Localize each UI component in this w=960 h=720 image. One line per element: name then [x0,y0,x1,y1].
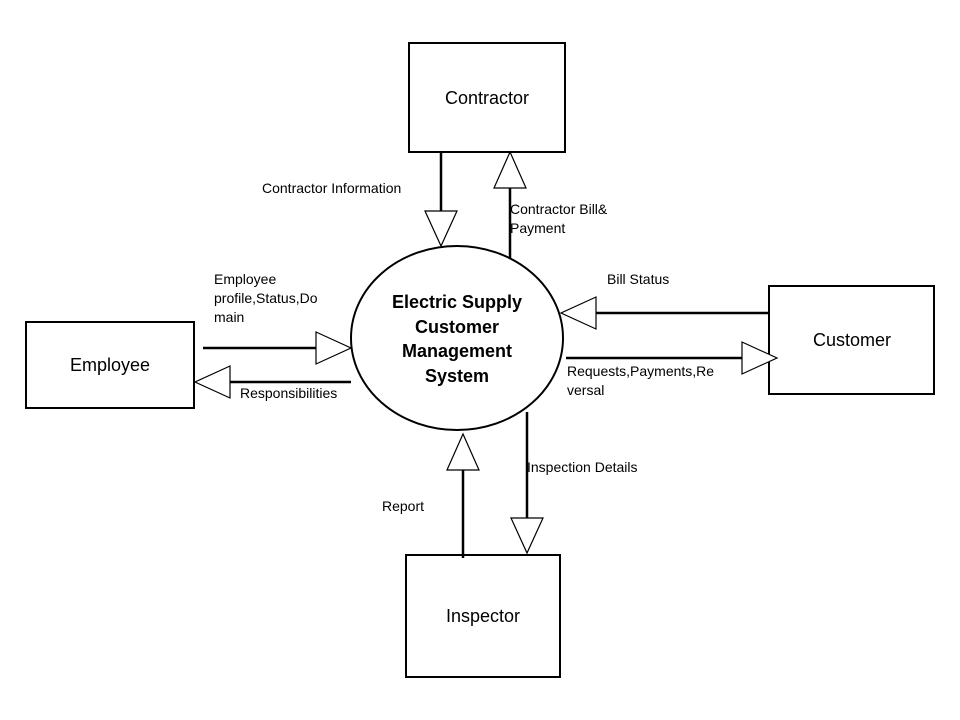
entity-employee[interactable]: Employee [25,321,195,409]
arrowhead-down-icon [510,517,544,555]
flow-label-report: Report [382,498,424,514]
process-label-line-1: Electric Supply [392,292,522,312]
flow-employee-profile[interactable] [203,331,353,365]
process-label-line-2: Customer [415,317,499,337]
flow-label-contractor-bill-payment-1: Contractor Bill& [510,201,608,217]
flow-label-bill-status: Bill Status [607,271,669,287]
flow-label-employee-profile-1: Employee [214,271,276,287]
flow-bill-status[interactable] [559,296,769,330]
flow-label-contractor-bill-payment-2: Payment [510,220,565,236]
flow-label-employee-profile-2: profile,Status,Do [214,290,318,306]
entity-inspector[interactable]: Inspector [405,554,561,678]
flow-label-responsibilities: Responsibilities [240,385,337,401]
arrowhead-right-icon [315,331,353,365]
arrowhead-up-icon [446,432,480,471]
flow-report[interactable] [446,432,480,558]
flow-contractor-bill-payment[interactable] [493,150,527,259]
flow-label-contractor-information: Contractor Information [262,180,401,196]
process-label-line-3: Management [402,341,512,361]
entity-contractor-label: Contractor [445,88,529,108]
flow-requests-payments[interactable] [566,341,779,375]
entity-inspector-label: Inspector [446,606,520,626]
process-circle[interactable]: Electric Supply Customer Management Syst… [350,245,564,431]
entity-employee-label: Employee [70,355,150,375]
process-label-line-4: System [425,366,489,386]
flow-responsibilities[interactable] [193,365,351,399]
entity-customer[interactable]: Customer [768,285,935,395]
flow-inspection-details[interactable] [510,412,544,555]
flow-label-employee-profile-3: main [214,309,244,325]
flow-label-requests-payments-1: Requests,Payments,Re [567,363,714,379]
flow-label-requests-payments-2: versal [567,382,604,398]
arrowhead-left-icon [559,296,597,330]
flow-contractor-information[interactable] [424,152,458,248]
entity-contractor[interactable]: Contractor [408,42,566,153]
arrowhead-right-icon [741,341,779,375]
arrowhead-left-icon [193,365,231,399]
entity-customer-label: Customer [813,330,891,350]
arrowhead-up-icon [493,150,527,189]
flow-label-inspection-details: Inspection Details [527,459,638,475]
arrowhead-down-icon [424,210,458,248]
